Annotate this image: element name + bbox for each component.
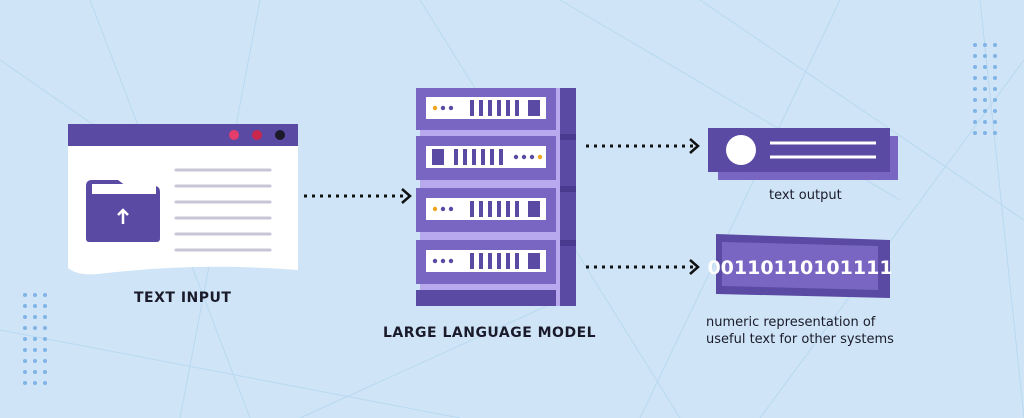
text-lines bbox=[174, 168, 272, 252]
dot-grid-bottom-left bbox=[23, 293, 47, 385]
text-input-window bbox=[68, 124, 298, 275]
folder-upload-icon bbox=[86, 180, 160, 242]
dotted-arrow-icon bbox=[586, 138, 700, 154]
avatar-circle bbox=[726, 135, 756, 165]
binary-code: 00110110101111 bbox=[707, 257, 892, 279]
server-base bbox=[416, 290, 556, 306]
text-input-label: TEXT INPUT bbox=[134, 290, 232, 306]
numeric-output-card: 00110110101111 bbox=[707, 234, 893, 298]
numeric-label-line2: useful text for other systems bbox=[706, 332, 894, 347]
window-dot-pink bbox=[229, 130, 239, 140]
dotted-arrow-icon bbox=[304, 188, 412, 204]
window-dot-red bbox=[252, 130, 262, 140]
dotted-arrow-icon bbox=[586, 259, 700, 275]
numeric-label: numeric representation of useful text fo… bbox=[706, 314, 894, 348]
numeric-label-line1: numeric representation of bbox=[706, 315, 876, 330]
text-output-label: text output bbox=[769, 188, 842, 203]
dot-grid-top-right bbox=[973, 43, 997, 135]
server-rack-icon bbox=[416, 88, 576, 306]
llm-label: LARGE LANGUAGE MODEL bbox=[383, 325, 597, 341]
window-dot-dark bbox=[275, 130, 285, 140]
text-output-card bbox=[708, 128, 898, 180]
